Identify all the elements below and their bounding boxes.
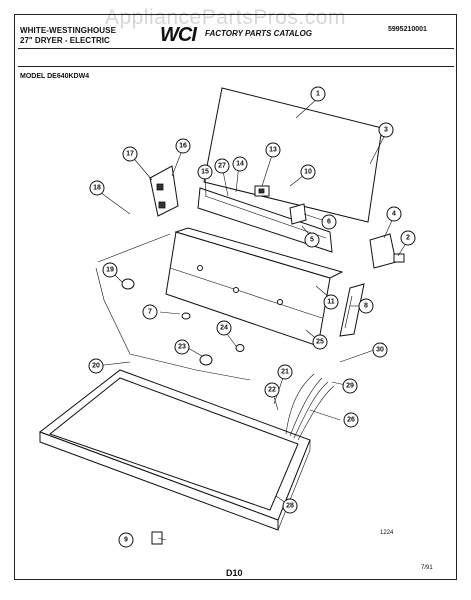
callout-11: 11: [323, 294, 339, 310]
console-outline: [95, 233, 251, 381]
svg-text:15: 15: [201, 169, 209, 176]
product-line: 27" DRYER - ELECTRIC: [20, 36, 110, 45]
svg-text:3: 3: [384, 127, 388, 134]
part-small-bracket: [289, 203, 307, 225]
callout-14: 14: [232, 156, 248, 172]
catalog-title: FACTORY PARTS CATALOG: [205, 29, 312, 38]
part-switch: [254, 185, 270, 197]
callout-29: 29: [342, 378, 358, 394]
callout-5: 5: [304, 232, 320, 248]
callout-16: 16: [175, 138, 191, 154]
svg-text:25: 25: [316, 339, 324, 346]
callout-30: 30: [372, 342, 388, 358]
callout-19: 19: [102, 262, 118, 278]
callout-20: 20: [88, 358, 104, 374]
callout-13: 13: [265, 142, 281, 158]
svg-text:5: 5: [310, 237, 314, 244]
brand-line: WHITE-WESTINGHOUSE: [20, 26, 117, 35]
callout-6: 6: [321, 214, 337, 230]
svg-text:2: 2: [406, 235, 410, 242]
watermark: AppliancePartsPros.com: [105, 6, 346, 29]
part-top-cover: [38, 369, 311, 531]
svg-text:27: 27: [218, 163, 226, 170]
callout-15: 15: [197, 164, 213, 180]
svg-text:4: 4: [392, 211, 396, 218]
callout-2: 2: [400, 230, 416, 246]
page-frame: [14, 14, 457, 580]
svg-text:8: 8: [364, 303, 368, 310]
svg-text:24: 24: [220, 325, 228, 332]
callout-18: 18: [89, 180, 105, 196]
callout-17: 17: [122, 146, 138, 162]
catalog-number: 5995210001: [388, 26, 427, 33]
callout-26: 26: [343, 412, 359, 428]
svg-text:30: 30: [376, 347, 384, 354]
part-knobs: [121, 278, 245, 366]
svg-text:22: 22: [268, 387, 276, 394]
callout-25: 25: [312, 334, 328, 350]
callout-27: 27: [214, 158, 230, 174]
callout-1: 1: [310, 86, 326, 102]
illustration-number: 1224: [380, 530, 394, 536]
callout-9: 9: [118, 532, 134, 548]
svg-text:11: 11: [327, 299, 335, 306]
svg-text:19: 19: [106, 267, 114, 274]
svg-text:23: 23: [178, 344, 186, 351]
callout-21: 21: [277, 364, 293, 380]
svg-text:10: 10: [304, 169, 312, 176]
svg-text:13: 13: [269, 147, 277, 154]
svg-text:9: 9: [124, 537, 128, 544]
model-label: MODEL DE640KDW4: [20, 73, 90, 80]
revision-date: 7/91: [421, 565, 433, 571]
part-end-bracket: [149, 165, 179, 217]
svg-text:18: 18: [93, 185, 101, 192]
svg-text:29: 29: [346, 383, 354, 390]
svg-text:21: 21: [281, 369, 289, 376]
callout-4: 4: [386, 206, 402, 222]
callout-22: 22: [264, 382, 280, 398]
part-clip: [151, 531, 163, 545]
part-control-panel: [165, 227, 344, 347]
part-rear-panel: [203, 87, 383, 223]
svg-text:17: 17: [126, 151, 134, 158]
svg-text:1: 1: [316, 91, 320, 98]
callout-7: 7: [142, 304, 158, 320]
header-rule-bottom: [18, 66, 454, 67]
svg-text:7: 7: [148, 309, 152, 316]
page-code: D10: [226, 568, 243, 578]
callout-23: 23: [174, 339, 190, 355]
callout-3: 3: [378, 122, 394, 138]
part-side-bracket: [339, 283, 365, 337]
wci-logo: WCI: [160, 24, 197, 46]
callout-8: 8: [358, 298, 374, 314]
header-rule-top: [18, 48, 454, 49]
svg-text:26: 26: [347, 417, 355, 424]
svg-text:6: 6: [327, 219, 331, 226]
svg-text:20: 20: [92, 363, 100, 370]
svg-text:28: 28: [286, 503, 294, 510]
svg-text:14: 14: [236, 161, 244, 168]
callout-10: 10: [300, 164, 316, 180]
part-timer: [369, 233, 405, 269]
part-wire-harness: [285, 373, 335, 441]
callout-24: 24: [216, 320, 232, 336]
svg-text:16: 16: [179, 143, 187, 150]
callout-28: 28: [282, 498, 298, 514]
